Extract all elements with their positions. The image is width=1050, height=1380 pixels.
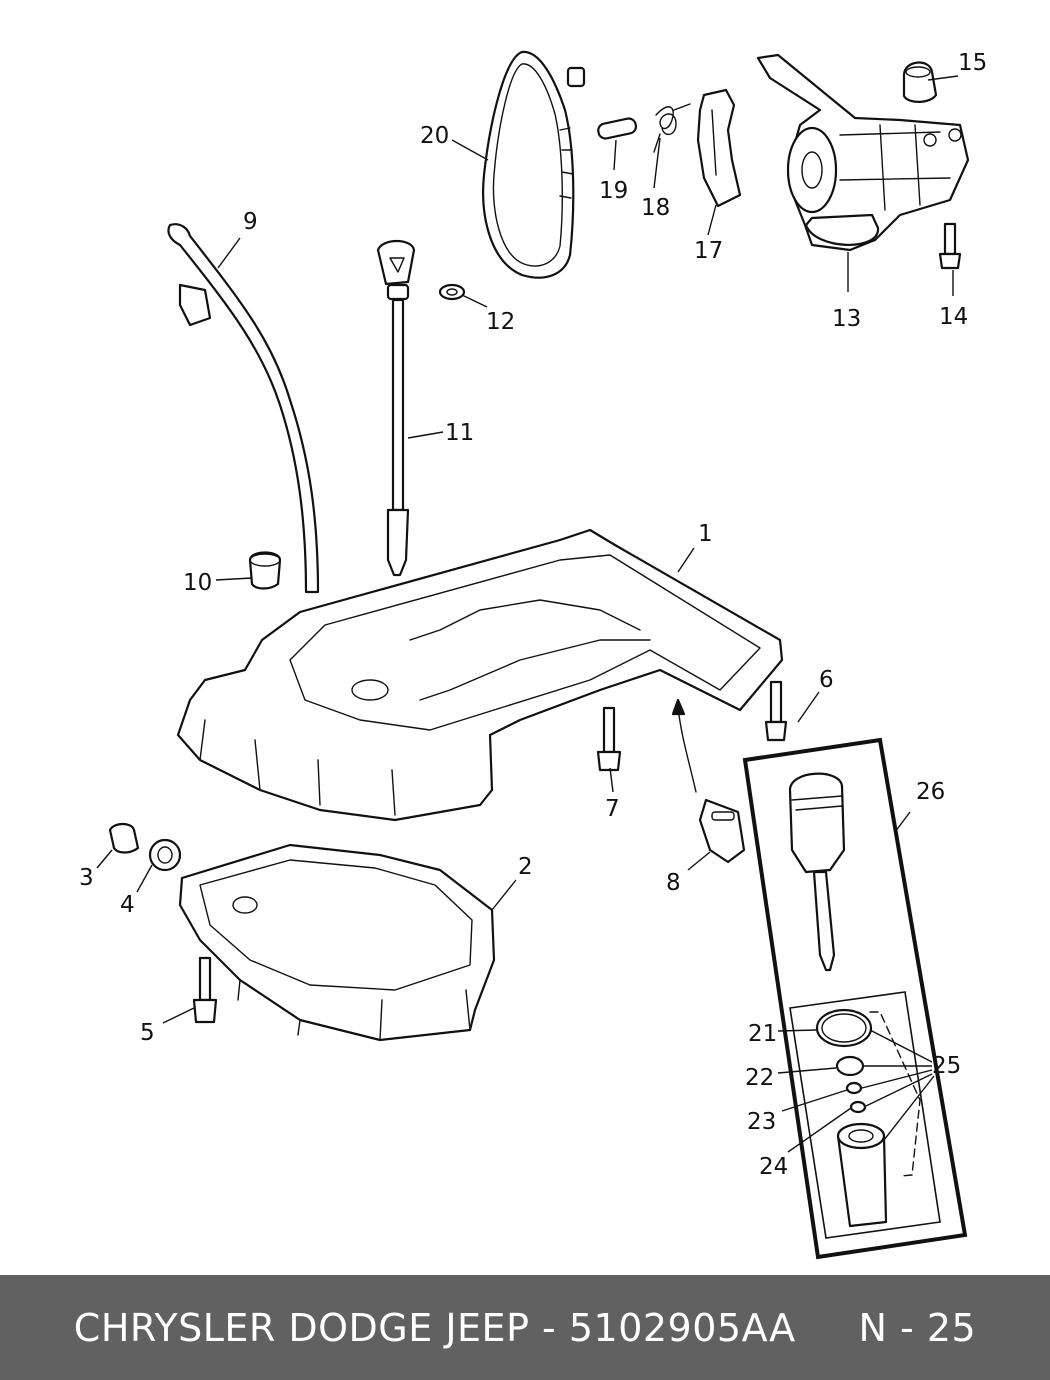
parts-diagram: 1 2 3 4 5 6 7 8 9 10 11 12 13 14 15 17 1…: [79, 50, 987, 1260]
part-26-filter-kit-frame: [742, 737, 968, 1260]
callout-26: 26: [916, 779, 945, 805]
part-12-washer: [438, 283, 466, 301]
callout-5: 5: [140, 1020, 155, 1046]
callout-17: 17: [694, 238, 723, 264]
callout-25: 25: [932, 1053, 961, 1079]
part-14-bolt: [938, 222, 962, 270]
filter-housing-cap: [788, 772, 846, 972]
part-21-o-ring: [815, 1008, 873, 1048]
callout-9: 9: [243, 209, 258, 235]
callout-7: 7: [605, 796, 620, 822]
part-4-sealing-ring: [148, 838, 182, 872]
callout-14: 14: [939, 304, 968, 330]
callout-20: 20: [420, 123, 449, 149]
part-2-lower-oil-pan: [178, 843, 496, 1042]
oil-filter-element: [836, 1122, 888, 1228]
part-6-bolt: [764, 680, 788, 742]
part-23-seal: [845, 1081, 863, 1095]
part-7-bolt: [596, 706, 622, 772]
part-13-oil-pump: [756, 53, 970, 252]
part-15-cap: [902, 61, 938, 103]
part-8-baffle-plate: [698, 798, 746, 864]
callout-3: 3: [79, 865, 94, 891]
part-3-drain-plug: [108, 822, 140, 854]
callout-10: 10: [183, 570, 212, 596]
part-19-pin: [597, 117, 638, 140]
part-11-dipstick: [376, 239, 416, 577]
part-9-dipstick-tube: [167, 223, 320, 594]
leader-lines: [96, 75, 959, 1153]
callout-13: 13: [832, 306, 861, 332]
callout-2: 2: [518, 854, 533, 880]
callout-4: 4: [120, 892, 135, 918]
callout-8: 8: [666, 870, 681, 896]
chain-link: [566, 66, 586, 88]
callout-21: 21: [748, 1021, 777, 1047]
part-18-spring: [653, 103, 691, 153]
footer-bar: CHRYSLER DODGE JEEP - 5102905AA N - 25: [0, 1275, 1050, 1380]
part-10-plug: [248, 551, 282, 590]
part-1-upper-oil-pan: [176, 528, 784, 822]
callout-15: 15: [958, 50, 987, 76]
callout-18: 18: [641, 195, 670, 221]
callout-22: 22: [745, 1065, 774, 1091]
callout-11: 11: [445, 420, 474, 446]
callout-12: 12: [486, 309, 515, 335]
callout-1: 1: [698, 521, 713, 547]
assembly-arrow: [671, 698, 697, 793]
callout-labels: 1 2 3 4 5 6 7 8 9 10 11 12 13 14 15 17 1…: [79, 50, 987, 1180]
part-number-caption: CHRYSLER DODGE JEEP - 5102905AA N - 25: [73, 1305, 977, 1350]
callout-24: 24: [759, 1154, 788, 1180]
part-25-bracket: [869, 1011, 921, 1177]
callout-19: 19: [599, 178, 628, 204]
part-5-bolt: [192, 956, 218, 1024]
part-20-chain: [482, 50, 575, 279]
part-22-o-ring: [835, 1055, 865, 1077]
part-24-seal: [849, 1100, 867, 1114]
callout-6: 6: [819, 667, 834, 693]
callout-23: 23: [747, 1109, 776, 1135]
part-17-tensioner-rail: [696, 88, 742, 208]
